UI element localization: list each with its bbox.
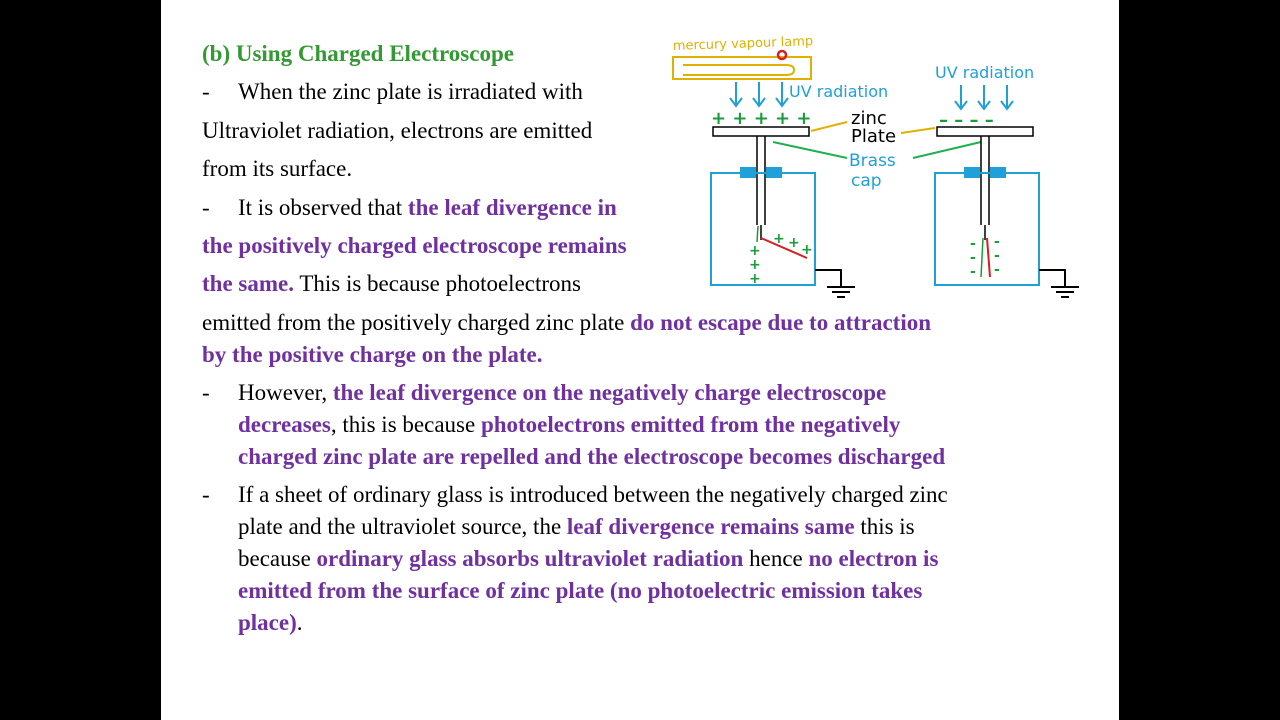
svg-text:+: + bbox=[749, 257, 761, 273]
para3-text: However, bbox=[238, 380, 333, 405]
zinc-label: zinc bbox=[851, 108, 887, 129]
electroscope-right: - - - - - - bbox=[934, 136, 1079, 298]
svg-text:+: + bbox=[801, 242, 813, 258]
para4-emphasis: no electron is bbox=[808, 546, 939, 571]
svg-text:-: - bbox=[970, 264, 976, 280]
electroscope-left: + + + + + + bbox=[710, 136, 855, 298]
cap-label: cap bbox=[851, 171, 882, 191]
para4-emphasis: ordinary glass absorbs ultraviolet radia… bbox=[316, 546, 744, 571]
svg-text:+: + bbox=[749, 243, 761, 259]
lamp-dot-icon bbox=[776, 49, 788, 61]
para2-text: This is because photoelectrons bbox=[293, 271, 581, 296]
para3-line2: decreases, this is because photoelectron… bbox=[238, 411, 900, 439]
uv-label-left: UV radiation bbox=[789, 82, 888, 101]
para4-line1: If a sheet of ordinary glass is introduc… bbox=[238, 482, 948, 507]
electroscope-diagram: mercury vapour lamp UV radiation UV radi… bbox=[672, 34, 1079, 298]
uv-arrows-left bbox=[729, 82, 789, 108]
para2-line1: It is observed that the leaf divergence … bbox=[238, 194, 617, 222]
para3-emphasis: decreases bbox=[238, 412, 331, 437]
section-heading: (b) Using Charged Electroscope bbox=[202, 41, 514, 66]
svg-text:+: + bbox=[788, 235, 800, 251]
zinc-plate-right bbox=[936, 126, 1034, 137]
para4-emphasis: leaf divergence remains same bbox=[566, 514, 855, 539]
slide: (b) Using Charged Electroscope - When th… bbox=[161, 0, 1119, 720]
svg-text:-: - bbox=[994, 248, 1000, 264]
para4-text: . bbox=[296, 610, 303, 635]
svg-text:-: - bbox=[970, 250, 976, 266]
leaf-left bbox=[760, 237, 808, 259]
svg-text:-: - bbox=[994, 234, 1000, 250]
para2-emphasis: do not escape due to attraction bbox=[630, 310, 932, 335]
para4-text: because bbox=[238, 546, 317, 571]
uv-arrows-right bbox=[954, 85, 1014, 111]
para2-line4: emitted from the positively charged zinc… bbox=[202, 309, 931, 337]
brass-label: Brass bbox=[849, 151, 896, 171]
bullet-1: - bbox=[202, 79, 210, 104]
bullet-2: - bbox=[202, 195, 210, 220]
zinc-plate-left bbox=[712, 126, 810, 137]
mercury-lamp bbox=[672, 49, 812, 80]
para2-line3: the same. This is because photoelectrons bbox=[202, 270, 581, 298]
para2-line5: by the positive charge on the plate. bbox=[202, 342, 543, 367]
bullet-4: - bbox=[202, 482, 210, 507]
para4-line2: plate and the ultraviolet source, the le… bbox=[238, 513, 915, 541]
para4-line5: place). bbox=[238, 609, 303, 637]
svg-text:+: + bbox=[749, 271, 761, 287]
para2-emphasis: the same. bbox=[202, 271, 294, 296]
para3-line1: However, the leaf divergence on the nega… bbox=[238, 379, 886, 407]
para3-emphasis: photoelectrons emitted from the negative… bbox=[480, 412, 901, 437]
para3-text: , this is because bbox=[330, 412, 481, 437]
uv-label-right: UV radiation bbox=[935, 63, 1034, 82]
negative-charges: – – – – bbox=[939, 110, 994, 131]
lamp-label: mercury vapour lamp bbox=[673, 34, 814, 54]
para1-line2: Ultraviolet radiation, electrons are emi… bbox=[202, 118, 593, 143]
bullet-3: - bbox=[202, 380, 210, 405]
para2-text: It is observed that bbox=[238, 195, 408, 220]
para4-text: plate and the ultraviolet source, the bbox=[238, 514, 567, 539]
para4-text: this is bbox=[854, 514, 915, 539]
para4-emphasis: place) bbox=[238, 610, 297, 635]
para2-emphasis: the leaf divergence in bbox=[407, 195, 617, 220]
para2-line2: the positively charged electroscope rema… bbox=[202, 233, 627, 258]
plate-label: Plate bbox=[851, 126, 896, 147]
svg-text:+: + bbox=[773, 231, 785, 247]
para3-emphasis: the leaf divergence on the negatively ch… bbox=[332, 380, 887, 405]
para4-text: hence bbox=[743, 546, 809, 571]
para3-line3: charged zinc plate are repelled and the … bbox=[238, 444, 946, 469]
positive-charges: + + + + + bbox=[711, 108, 811, 129]
para4-line4: emitted from the surface of zinc plate (… bbox=[238, 578, 923, 603]
para1-line3: from its surface. bbox=[202, 156, 353, 181]
para1-line1: When the zinc plate is irradiated with bbox=[238, 79, 583, 104]
svg-text:-: - bbox=[994, 262, 1000, 278]
para2-text: emitted from the positively charged zinc… bbox=[202, 310, 631, 335]
svg-text:-: - bbox=[970, 236, 976, 252]
para4-line3: because ordinary glass absorbs ultraviol… bbox=[238, 545, 938, 573]
leaf-right bbox=[986, 237, 991, 278]
